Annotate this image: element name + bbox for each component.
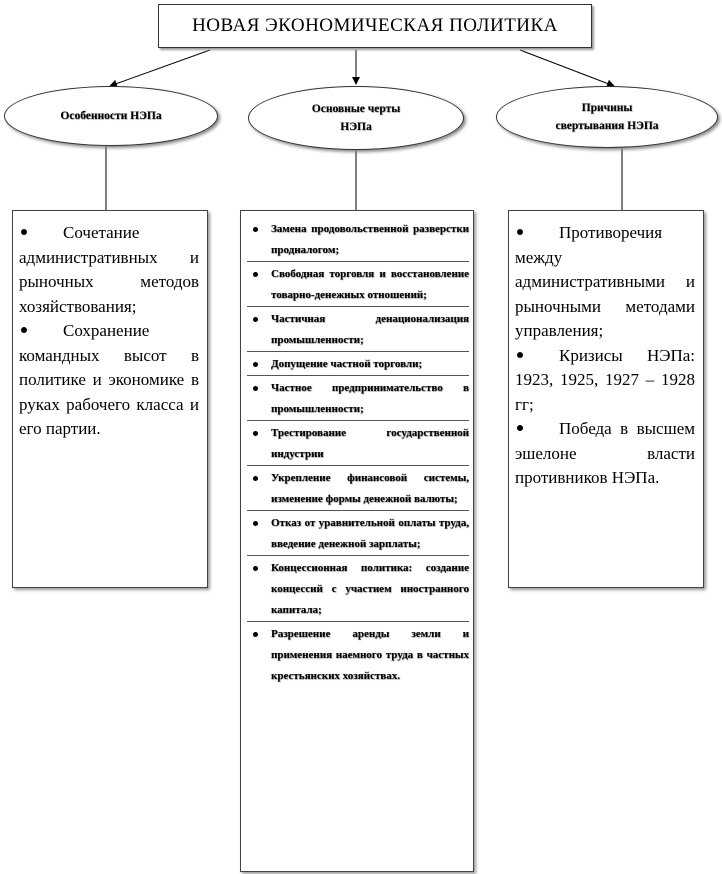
bullet-icon <box>253 521 258 526</box>
list-item: Концессионная политика: создание концесс… <box>247 558 469 622</box>
panel-reasons: Противоречия между административными и р… <box>508 210 704 588</box>
list-item: Отказ от уравнительной оплаты труда, вве… <box>247 513 469 556</box>
bullet-icon <box>517 425 523 431</box>
list-features: Сочетание административных и рыночных ме… <box>19 221 199 442</box>
bullet-icon <box>253 566 258 571</box>
list-reasons: Противоречия между административными и р… <box>515 221 695 491</box>
bullet-icon <box>21 229 27 235</box>
list-item: Кризисы НЭПа: 1923, 1925, 1927 – 1928 гг… <box>515 345 695 414</box>
panel-main-traits: Замена продовольственной разверстки прод… <box>240 210 474 872</box>
list-main-traits: Замена продовольственной разверстки прод… <box>247 219 469 687</box>
heading-reasons: Причины свертывания НЭПа <box>496 86 718 148</box>
bullet-icon <box>253 317 258 322</box>
bullet-icon <box>253 272 258 277</box>
bullet-icon <box>253 227 258 232</box>
arrow-to-features <box>109 49 211 88</box>
bullet-icon <box>253 632 258 637</box>
heading-main-traits: Основные черты НЭПа <box>248 86 464 150</box>
list-item: Замена продовольственной разверстки прод… <box>247 219 469 262</box>
list-item: Свободная торговля и восстановление това… <box>247 264 469 307</box>
list-item: Трестирование государственной индустрии <box>247 423 469 466</box>
bullet-icon <box>253 362 258 367</box>
arrow-to-reasons <box>519 49 615 88</box>
list-item: Победа в высшем эшелоне власти противник… <box>515 419 695 487</box>
heading-reasons-label: Причины свертывания НЭПа <box>555 102 659 132</box>
list-item: Укрепление финансовой системы, изменение… <box>247 468 469 511</box>
list-item: Сочетание административных и рыночных ме… <box>19 223 199 316</box>
list-item: Частное предпринимательство в промышленн… <box>247 378 469 421</box>
heading-features: Особенности НЭПа <box>4 86 218 146</box>
heading-features-label: Особенности НЭПа <box>60 110 162 122</box>
list-item: Сохранение командных высот в политике и … <box>19 321 199 438</box>
bullet-icon <box>21 327 27 333</box>
bullet-icon <box>253 431 258 436</box>
list-item: Допущение частной торговли; <box>247 354 469 376</box>
bullet-icon <box>517 229 523 235</box>
bullet-icon <box>253 476 258 481</box>
diagram-title: НОВАЯ ЭКОНОМИЧЕСКАЯ ПОЛИТИКА <box>158 4 592 48</box>
list-item: Разрешение аренды земли и применения нае… <box>247 624 469 687</box>
bullet-icon <box>253 386 258 391</box>
heading-main-traits-label: Основные черты НЭПа <box>311 103 401 133</box>
list-item: Частичная денационализация промышленност… <box>247 309 469 352</box>
list-item: Противоречия между административными и р… <box>515 223 695 340</box>
bullet-icon <box>517 351 523 358</box>
panel-features: Сочетание административных и рыночных ме… <box>12 210 208 588</box>
